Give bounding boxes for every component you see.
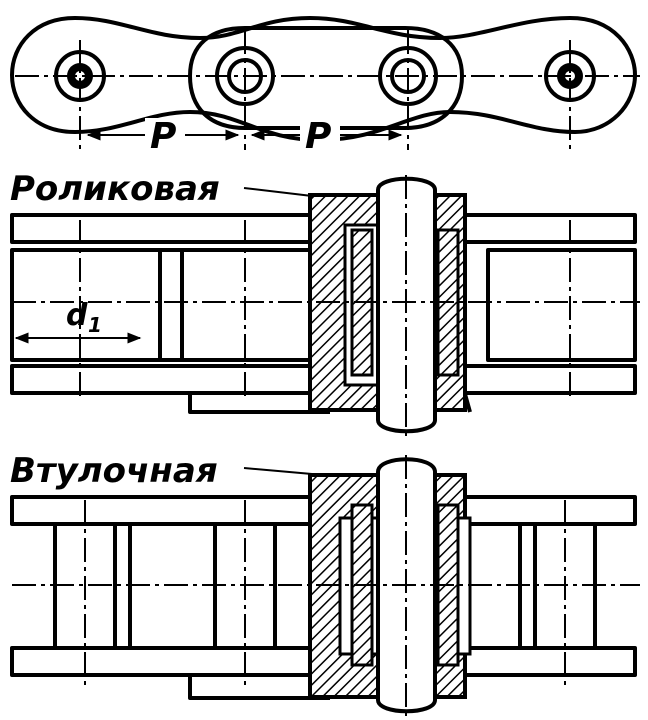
bushing-outer-plate-bottom-left bbox=[10, 646, 332, 677]
outer-plate-top-right bbox=[463, 213, 637, 244]
bushing-outer-plate-top-left bbox=[10, 495, 332, 526]
roller-chain-title: Роликовая bbox=[10, 169, 220, 209]
pitch-label-left: P bbox=[150, 116, 176, 157]
outer-plate-bottom-right bbox=[463, 364, 637, 395]
bushing-chain-section: Втулочная bbox=[10, 451, 640, 718]
pitch-label-right: P bbox=[305, 116, 331, 157]
roller-chain-section: Роликовая d 1 bbox=[10, 169, 640, 440]
outer-plate-top-left bbox=[10, 213, 332, 244]
roller-right bbox=[486, 248, 637, 362]
bushing-leader-line bbox=[243, 467, 313, 475]
outer-link-outline bbox=[10, 16, 637, 142]
bushing-chain-title: Втулочная bbox=[10, 451, 218, 491]
bushing-outer-plate-bottom-right bbox=[463, 646, 637, 677]
top-view-links: P P bbox=[10, 16, 640, 157]
diameter-label: d bbox=[66, 298, 88, 333]
bushing-outer-plate-top-right bbox=[463, 495, 637, 526]
roller-leader-line bbox=[243, 187, 313, 197]
roller-mid bbox=[180, 248, 314, 362]
outer-plate-bottom-left bbox=[10, 364, 332, 395]
diameter-subscript: 1 bbox=[88, 313, 102, 337]
